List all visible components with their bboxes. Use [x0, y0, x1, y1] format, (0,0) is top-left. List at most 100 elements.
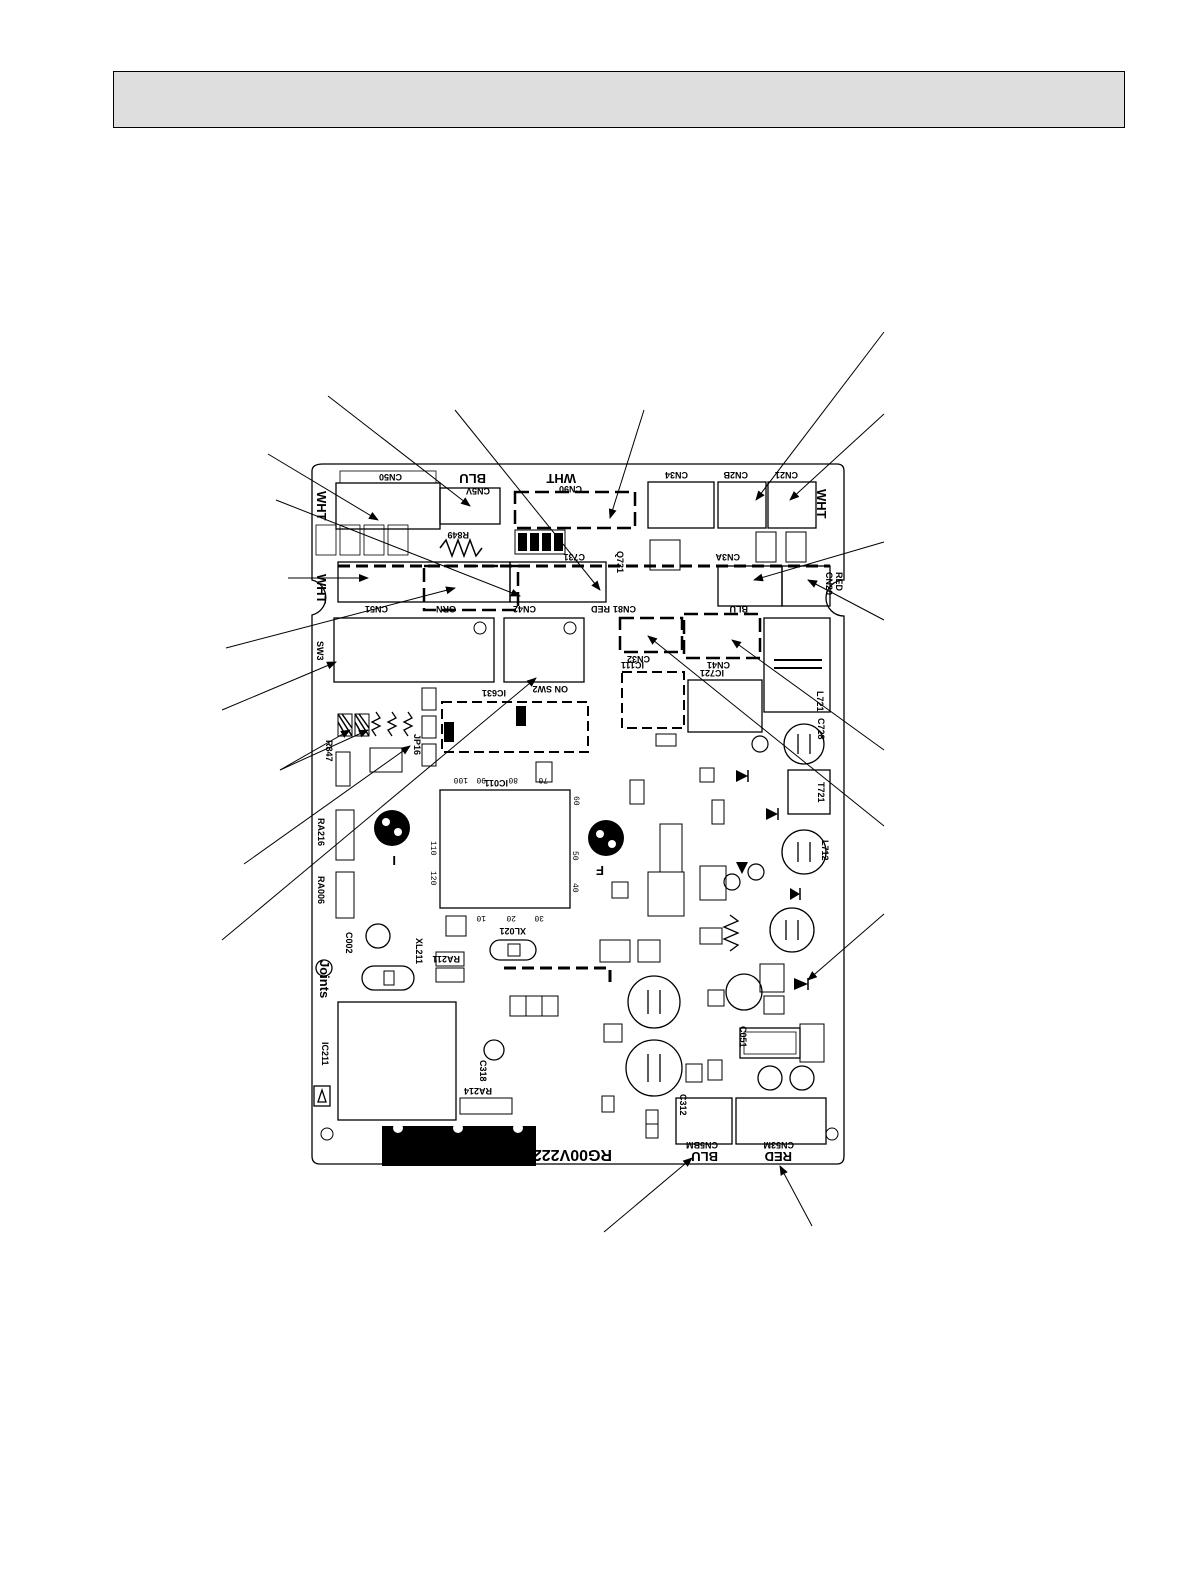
svg-text:WHT: WHT [314, 574, 329, 604]
svg-text:IC011: IC011 [484, 778, 508, 788]
svg-text:RED: RED [834, 572, 844, 592]
callout-arrow [647, 635, 885, 827]
svg-text:CN32: CN32 [627, 654, 650, 664]
crystal-xl021: XL021 [489, 926, 537, 961]
inductor-l711 [769, 907, 815, 953]
title-band [113, 71, 1125, 128]
svg-text:IC631: IC631 [482, 688, 506, 698]
svg-text:RA214: RA214 [464, 1086, 492, 1096]
svg-text:C728: C728 [816, 718, 826, 740]
svg-text:WHT: WHT [814, 489, 829, 519]
svg-text:CN41: CN41 [707, 660, 730, 670]
svg-text:T721: T721 [816, 782, 826, 803]
svg-text:WHT: WHT [546, 471, 576, 486]
inductor-l712: L712 [781, 829, 830, 875]
svg-text:CN53M: CN53M [763, 1140, 794, 1150]
svg-text:30: 30 [534, 913, 544, 922]
connector-cn90: WHT CN90 [513, 471, 637, 530]
svg-text:XL021: XL021 [499, 926, 526, 936]
callout-arrows [221, 331, 885, 1233]
svg-text:CN81: CN81 [613, 604, 636, 614]
svg-text:R847: R847 [324, 740, 334, 762]
capacitor-c318: C318 [478, 1039, 505, 1082]
callout-arrow [608, 409, 645, 519]
ic721: IC721 [687, 668, 763, 733]
svg-text:XL211: XL211 [414, 938, 424, 964]
callout-arrow [225, 586, 456, 649]
svg-text:CN34: CN34 [665, 470, 688, 480]
connector-cn34: CN34 [647, 470, 715, 529]
crystal-xl211: XL211 [361, 938, 424, 991]
joints-logo: Joints [315, 959, 333, 998]
svg-text:10: 10 [476, 913, 486, 922]
transformer-l721: L721 [763, 617, 831, 713]
svg-text:Q731: Q731 [615, 551, 625, 573]
connector-cn53m: RED CN53M [735, 1097, 827, 1164]
connector-cn5v: BLU CN5V [439, 471, 501, 525]
svg-text:C051: C051 [738, 1026, 748, 1048]
small-resistor-array-left [315, 524, 409, 556]
callout-arrow [807, 579, 885, 621]
svg-text:CN21: CN21 [775, 470, 798, 480]
callout-arrow [753, 541, 885, 582]
svg-text:70: 70 [538, 775, 548, 784]
svg-text:SW3: SW3 [315, 641, 325, 661]
svg-text:20: 20 [506, 913, 516, 922]
connector-cn21: CN21 WHT [767, 470, 829, 529]
ic111: IC111 [621, 660, 685, 729]
ic631: IC631 [441, 688, 589, 753]
callout-arrow [221, 661, 337, 711]
callout-arrow [454, 409, 601, 591]
svg-text:IC721: IC721 [700, 668, 724, 678]
callout-arrow [603, 1157, 693, 1233]
svg-text:IC111: IC111 [621, 660, 644, 670]
svg-text:L721: L721 [815, 691, 825, 712]
board-model-number: RG00V222 [533, 1146, 612, 1163]
svg-text:C312: C312 [678, 1094, 688, 1116]
svg-text:C318: C318 [478, 1060, 488, 1082]
svg-text:60: 60 [571, 796, 580, 806]
svg-text:R849: R849 [447, 530, 469, 540]
callout-arrow [279, 729, 351, 771]
triangle-mark [313, 1085, 331, 1107]
svg-text:BLU: BLU [459, 471, 486, 486]
trim-pot-right: F [588, 820, 624, 878]
svg-text:RA216: RA216 [316, 818, 326, 846]
callout-arrow [267, 453, 379, 521]
callout-arrow [327, 395, 471, 507]
transformer-t721: T721 [787, 769, 831, 815]
ra001-block [445, 915, 467, 937]
svg-text:ON SW2: ON SW2 [532, 684, 568, 694]
svg-text:50: 50 [570, 851, 579, 861]
relay-sw3: SW3 [315, 617, 495, 683]
svg-text:CN50: CN50 [379, 472, 402, 482]
callout-arrow [279, 729, 369, 771]
callout-arrow [243, 745, 411, 865]
ra211-ra212: RA211 [432, 951, 465, 983]
callout-arrow [807, 913, 885, 981]
connector-cn81: CN81 RED [509, 561, 636, 614]
callout-arrow [789, 413, 885, 501]
svg-text:I: I [392, 853, 396, 868]
trim-pot-left: I [374, 810, 410, 868]
connector-cn5bm: BLU CN5BM [675, 1097, 733, 1164]
svg-text:L712: L712 [820, 840, 830, 861]
ra214: RA214 [459, 1086, 513, 1115]
svg-text:RED: RED [590, 604, 610, 614]
r961-block [649, 539, 681, 571]
svg-text:110: 110 [428, 841, 437, 856]
svg-text:CN3A: CN3A [715, 552, 740, 562]
callout-arrow [275, 499, 521, 597]
svg-text:90: 90 [476, 775, 486, 784]
capacitor-c002: C002 [344, 923, 391, 954]
callout-arrow [755, 331, 885, 501]
capacitor-c312: C312 [625, 1039, 688, 1116]
svg-text:CN42: CN42 [513, 604, 536, 614]
svg-text:IC211: IC211 [320, 1042, 330, 1066]
capacitor-c728: C728 [783, 718, 826, 765]
callout-arrow [731, 639, 885, 751]
svg-text:CN5BM: CN5BM [686, 1140, 718, 1150]
svg-text:Joints: Joints [317, 960, 332, 998]
board-outline [311, 463, 845, 1165]
